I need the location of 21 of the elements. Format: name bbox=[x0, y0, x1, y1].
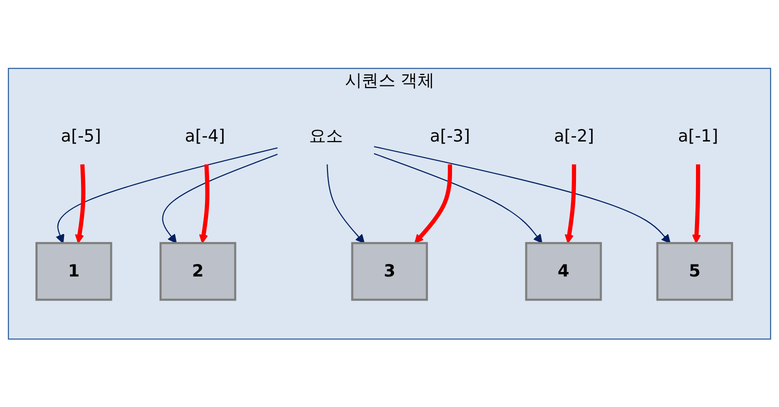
arrow bbox=[74, 164, 86, 244]
arrow bbox=[414, 164, 452, 244]
arrow bbox=[564, 164, 576, 244]
node-box: 1 bbox=[35, 242, 112, 301]
arrow bbox=[56, 147, 278, 244]
node-box: 5 bbox=[656, 242, 734, 301]
node-box: 4 bbox=[525, 242, 602, 301]
node-text: a[-5] bbox=[60, 125, 101, 146]
node-box: 2 bbox=[160, 242, 236, 301]
arrow bbox=[199, 164, 210, 244]
arrow bbox=[374, 146, 671, 244]
node-box: 3 bbox=[351, 242, 428, 301]
arrow bbox=[162, 154, 278, 244]
node-text: a[-4] bbox=[184, 125, 226, 146]
node-text: a[-3] bbox=[430, 125, 470, 146]
arrow bbox=[692, 164, 702, 244]
node-text: 요소 bbox=[308, 125, 343, 146]
node-text: a[-2] bbox=[554, 125, 594, 146]
node-text: a[-1] bbox=[678, 125, 718, 146]
arrow bbox=[326, 164, 365, 244]
arrow bbox=[374, 152, 542, 244]
